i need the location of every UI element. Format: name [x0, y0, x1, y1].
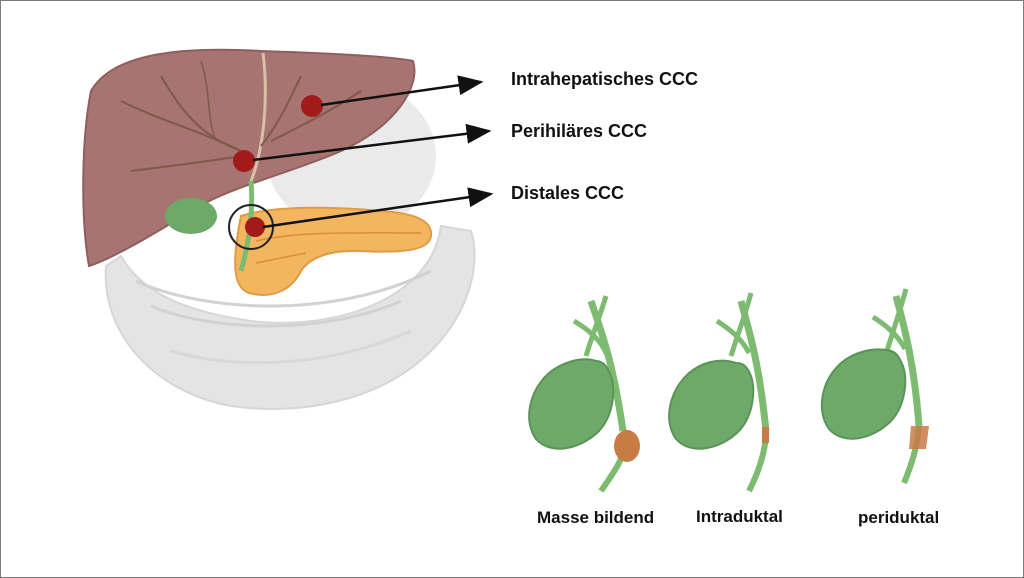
label-intraductal: Intraduktal: [696, 507, 783, 526]
marker-intrahepatic: [301, 95, 323, 117]
marker-distal: [245, 217, 265, 237]
label-intrahepatic: Intrahepatisches CCC: [511, 69, 699, 89]
label-mass-forming: Masse bildend: [537, 508, 655, 527]
gallbladder-small: [165, 198, 217, 234]
label-perihilar: Perihiläres CCC: [511, 121, 648, 141]
arrow-distal: [262, 187, 494, 229]
gallbladder-periductal: [820, 288, 929, 485]
label-distal: Distales CCC: [511, 183, 625, 203]
label-periductal: periduktal: [858, 508, 940, 527]
marker-perihilar: [233, 150, 255, 172]
distal-highlight-circle: [228, 204, 274, 250]
pancreas-shape: [234, 206, 433, 296]
arrow-perihilar: [252, 123, 492, 162]
gallbladder-mass-forming: [528, 295, 640, 493]
arrow-intrahepatic: [320, 75, 484, 107]
gallbladder-intraductal: [668, 292, 770, 493]
